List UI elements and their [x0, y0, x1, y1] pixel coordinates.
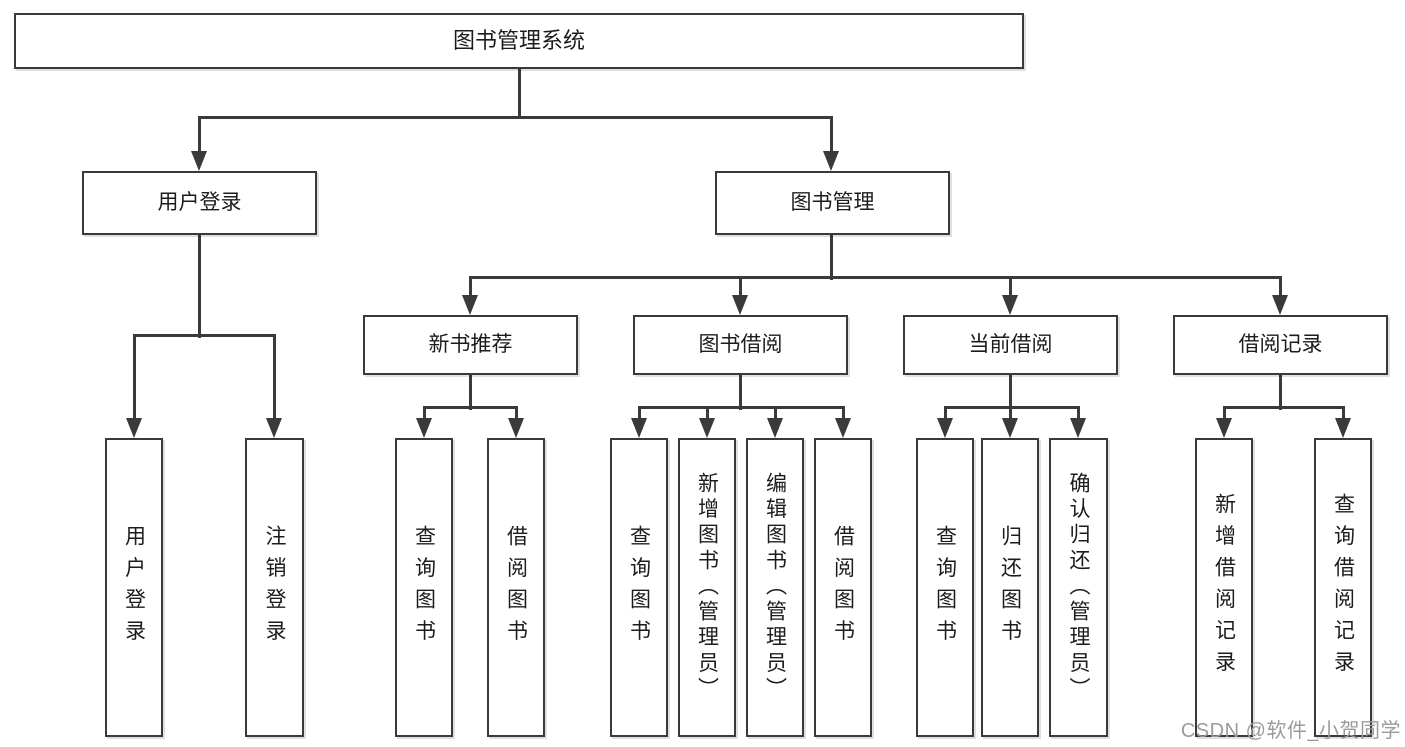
node-label: 注销登录 — [263, 524, 286, 651]
leaf-add-borrow-record: 新增借阅记录 — [1195, 438, 1253, 737]
node-label: 新增借阅记录 — [1212, 493, 1236, 682]
connector-vline — [197, 235, 201, 338]
connector-arrowhead — [462, 295, 478, 315]
connector-hline — [422, 405, 518, 409]
node-label: 借阅图书 — [831, 524, 855, 651]
leaf-borrow-books: 借阅图书 — [814, 438, 872, 737]
connector-arrowhead — [937, 418, 953, 438]
connector-vline — [517, 69, 521, 117]
node-current-borrow: 当前借阅 — [903, 315, 1118, 375]
connector-arrowhead — [823, 151, 839, 171]
connector-vline — [1008, 277, 1012, 296]
node-label: 借阅图书 — [504, 524, 528, 651]
connector-vline — [637, 407, 641, 419]
node-root: 图书管理系统 — [14, 13, 1024, 69]
node-label: 编辑图书（管理员） — [763, 472, 787, 703]
connector-arrowhead — [835, 418, 851, 438]
connector-vline — [422, 407, 426, 419]
node-label: 查询图书 — [627, 524, 651, 651]
node-label: 新增图书（管理员） — [695, 472, 719, 703]
connector-vline — [468, 375, 472, 410]
node-new-book-recommend: 新书推荐 — [363, 315, 578, 375]
connector-arrowhead — [1272, 295, 1288, 315]
connector-vline — [1341, 407, 1345, 419]
leaf-user-login: 用户登录 — [105, 438, 163, 737]
connector-arrowhead — [1002, 295, 1018, 315]
node-label: 用户登录 — [122, 524, 146, 651]
connector-arrowhead — [266, 418, 282, 438]
connector-arrowhead — [699, 418, 715, 438]
connector-arrowhead — [631, 418, 647, 438]
node-label: 查询借阅记录 — [1331, 493, 1355, 682]
node-label: 图书管理 — [790, 191, 875, 215]
connector-arrowhead — [508, 418, 524, 438]
connector-hline — [197, 115, 833, 119]
node-book-management: 图书管理 — [715, 171, 950, 235]
connector-vline — [705, 407, 709, 419]
leaf-borrow-books-recommend: 借阅图书 — [487, 438, 545, 737]
connector-hline — [132, 333, 276, 337]
connector-vline — [773, 407, 777, 419]
leaf-query-books-recommend: 查询图书 — [395, 438, 453, 737]
node-borrow-records: 借阅记录 — [1173, 315, 1388, 375]
connector-vline — [197, 117, 201, 152]
leaf-add-books-admin: 新增图书（管理员） — [678, 438, 736, 737]
connector-vline — [132, 335, 136, 419]
node-label: 图书管理系统 — [452, 27, 585, 53]
connector-vline — [943, 407, 947, 419]
node-label: 用户登录 — [157, 191, 242, 215]
node-user-login: 用户登录 — [82, 171, 317, 235]
connector-arrowhead — [732, 295, 748, 315]
leaf-logout: 注销登录 — [245, 438, 304, 737]
leaf-confirm-return-admin: 确认归还（管理员） — [1049, 438, 1108, 737]
connector-arrowhead — [1216, 418, 1232, 438]
connector-vline — [468, 277, 472, 296]
connector-hline — [943, 405, 1080, 409]
connector-vline — [1278, 277, 1282, 296]
leaf-return-books: 归还图书 — [981, 438, 1039, 737]
node-label: 确认归还（管理员） — [1067, 472, 1090, 703]
node-label: 图书借阅 — [698, 333, 783, 357]
connector-arrowhead — [1070, 418, 1086, 438]
leaf-edit-books-admin: 编辑图书（管理员） — [746, 438, 804, 737]
connector-hline — [637, 405, 845, 409]
connector-vline — [1278, 375, 1282, 410]
node-label: 借阅记录 — [1238, 333, 1323, 357]
connector-arrowhead — [767, 418, 783, 438]
connector-vline — [829, 117, 833, 152]
connector-hline — [468, 275, 1282, 279]
connector-arrowhead — [126, 418, 142, 438]
node-book-borrow: 图书借阅 — [633, 315, 848, 375]
node-label: 查询图书 — [933, 524, 957, 651]
connector-vline — [1008, 407, 1012, 419]
node-label: 归还图书 — [998, 524, 1022, 651]
connector-arrowhead — [191, 151, 207, 171]
connector-vline — [272, 335, 276, 419]
connector-vline — [1222, 407, 1226, 419]
leaf-query-borrow-record: 查询借阅记录 — [1314, 438, 1372, 737]
connector-arrowhead — [1002, 418, 1018, 438]
leaf-query-books-current: 查询图书 — [916, 438, 974, 737]
connector-arrowhead — [1335, 418, 1351, 438]
connector-vline — [1076, 407, 1080, 419]
connector-vline — [738, 375, 742, 410]
node-label: 当前借阅 — [968, 333, 1053, 357]
leaf-query-books-borrow: 查询图书 — [610, 438, 668, 737]
node-label: 查询图书 — [412, 524, 436, 651]
connector-vline — [1008, 375, 1012, 410]
connector-vline — [841, 407, 845, 419]
node-label: 新书推荐 — [428, 333, 513, 357]
connector-vline — [829, 235, 833, 280]
connector-arrowhead — [416, 418, 432, 438]
watermark: CSDN @软件_小贺同学 — [1180, 720, 1401, 742]
connector-hline — [1222, 405, 1345, 409]
connector-vline — [738, 277, 742, 296]
connector-vline — [514, 407, 518, 419]
